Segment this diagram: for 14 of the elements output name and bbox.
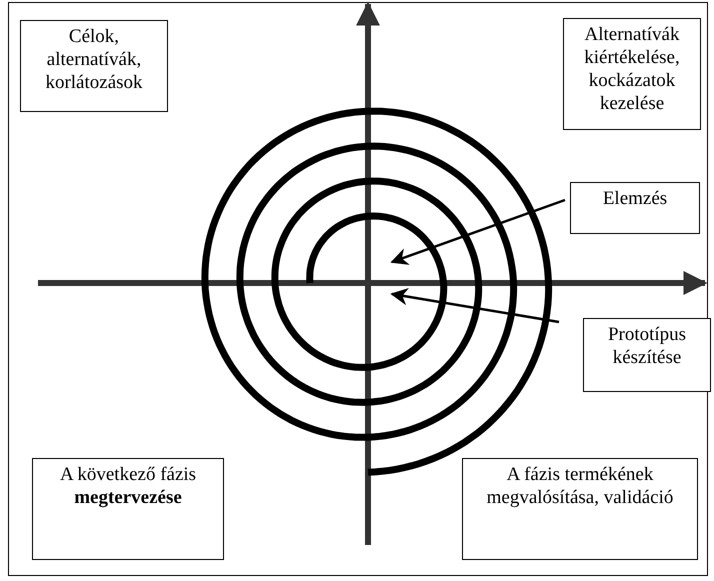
phase-text: Alternatívák kiértékelése, kockázatok kezelése bbox=[583, 23, 681, 115]
leader-arrow bbox=[390, 198, 566, 265]
phase-text: Célok, alternatívák, korlátozások bbox=[44, 25, 144, 94]
leader-arrow bbox=[390, 288, 560, 324]
phase-label-box bbox=[563, 18, 701, 130]
phase-label-box bbox=[20, 20, 168, 112]
phase-label-box bbox=[583, 318, 711, 392]
phase-label-box bbox=[462, 458, 698, 560]
phase-label-box bbox=[570, 182, 700, 234]
phase-text: A fázis termékének megvalósítása, validáció bbox=[486, 463, 674, 509]
phase-text: Elemzés bbox=[602, 187, 668, 210]
phase-label-box bbox=[32, 458, 224, 560]
phase-text: A következő fázis megtervezése bbox=[58, 463, 198, 509]
phase-text: Prototípus készítése bbox=[606, 323, 688, 369]
